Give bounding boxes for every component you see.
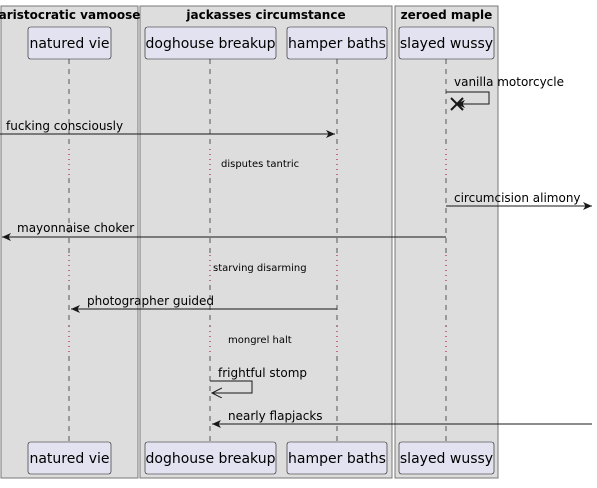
message-label: fucking consciously <box>6 119 123 133</box>
participant-label: doghouse breakup <box>146 36 276 52</box>
participant-foot-doghouse-breakup[interactable]: doghouse breakup <box>144 441 277 475</box>
participant-label: natured vie <box>29 36 109 52</box>
participant-foot-slayed-wussy[interactable]: slayed wussy <box>398 441 495 475</box>
divider-label: mongrel halt <box>228 335 292 346</box>
participant-label: natured vie <box>29 451 109 467</box>
participant-label: doghouse breakup <box>146 451 276 467</box>
participant-head-natured-vie[interactable]: natured vie <box>27 26 112 60</box>
divider-label: disputes tantric <box>221 159 299 170</box>
participant-label: slayed wussy <box>400 451 493 467</box>
box-title: zeroed maple <box>401 8 493 22</box>
message-label: mayonnaise choker <box>17 221 134 235</box>
message-vanilla-motorcycle[interactable]: vanilla motorcycle <box>446 75 564 111</box>
message-label: nearly flapjacks <box>228 409 323 423</box>
participant-head-slayed-wussy[interactable]: slayed wussy <box>398 26 495 60</box>
message-nearly-flapjacks[interactable]: nearly flapjacks <box>212 409 592 428</box>
message-frightful-stomp[interactable]: frightful stomp <box>210 366 307 393</box>
divider-label: starving disarming <box>213 263 307 274</box>
participant-foot-hamper-baths[interactable]: hamper baths <box>286 441 388 475</box>
participant-label: hamper baths <box>288 451 386 467</box>
message-mayonnaise-choker[interactable]: mayonnaise choker <box>2 221 446 241</box>
box-title: aristocratic vamoose <box>0 8 140 22</box>
message-label: vanilla motorcycle <box>454 75 564 89</box>
participant-label: slayed wussy <box>400 36 493 52</box>
participant-head-hamper-baths[interactable]: hamper baths <box>286 26 388 60</box>
message-photographer-guided[interactable]: photographer guided <box>71 294 337 313</box>
box-aristocratic-vamoose: aristocratic vamoose <box>0 5 140 479</box>
message-label: frightful stomp <box>218 366 307 380</box>
message-circumcision-alimony[interactable]: circumcision alimony <box>446 191 592 210</box>
message-fucking-consciously[interactable]: fucking consciously <box>0 119 335 138</box>
message-label: circumcision alimony <box>454 191 581 205</box>
destroy-icon <box>450 97 464 111</box>
message-label: photographer guided <box>87 294 214 308</box>
participant-label: hamper baths <box>288 36 386 52</box>
participant-head-doghouse-breakup[interactable]: doghouse breakup <box>144 26 277 60</box>
box-jackasses-circumstance: jackasses circumstance <box>139 5 393 479</box>
box-title: jackasses circumstance <box>185 8 345 22</box>
participant-foot-natured-vie[interactable]: natured vie <box>27 441 112 475</box>
